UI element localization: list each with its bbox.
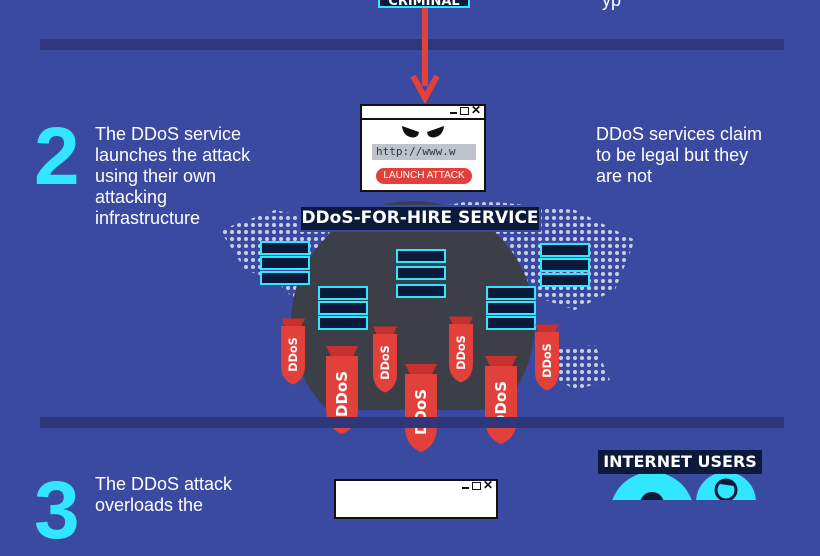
bomb-label: DDoS xyxy=(412,389,430,435)
url-bar[interactable]: http://www.w xyxy=(372,144,476,160)
ddos-bomb: DDoS xyxy=(373,326,397,393)
ddos-for-hire-label: DDoS-FOR-HIRE SERVICE xyxy=(301,207,539,230)
ddos-bomb: DDoS xyxy=(449,316,473,383)
server-unit xyxy=(260,256,310,270)
url-text: http://www.w xyxy=(376,145,456,158)
step-3-line: overloads the xyxy=(95,495,204,515)
step-number-3: 3 xyxy=(34,465,80,556)
user-avatars xyxy=(612,474,756,500)
server-unit xyxy=(260,271,310,285)
arrow-down-icon xyxy=(410,8,440,103)
server-unit xyxy=(486,316,536,330)
server-unit xyxy=(318,286,368,300)
section-divider-top xyxy=(40,39,784,50)
ddos-bomb: DDoS xyxy=(535,324,559,391)
server-unit xyxy=(486,301,536,315)
ddos-bomb: DDoS xyxy=(281,318,305,385)
step-2-line: using their own xyxy=(95,166,217,186)
step-3-line: The DDoS attack xyxy=(95,474,233,494)
close-icon[interactable]: ✕ xyxy=(470,103,481,117)
server-unit xyxy=(396,249,446,263)
ddos-bomb: DDoS xyxy=(405,364,437,452)
server-unit xyxy=(396,284,446,298)
claim-line: to be legal but they xyxy=(596,145,749,165)
step-2-line: The DDoS service xyxy=(95,124,242,144)
claim-line: DDoS services claim xyxy=(596,124,763,144)
maximize-icon[interactable] xyxy=(472,482,481,490)
step-2-line: attacking xyxy=(95,187,168,207)
bomb-label: DDoS xyxy=(333,371,351,417)
bomb-label: DDoS xyxy=(455,335,468,370)
server-unit xyxy=(540,273,590,287)
step-2-line: launches the attack xyxy=(95,145,251,165)
bomb-label: DDoS xyxy=(541,343,554,378)
bomb-label: DDoS xyxy=(492,381,510,427)
server-unit xyxy=(318,301,368,315)
minimize-icon[interactable] xyxy=(450,112,457,114)
browser-title-bar xyxy=(362,106,484,120)
ddos-bomb: DDoS xyxy=(485,356,517,444)
cut-off-text: yp xyxy=(602,0,622,10)
server-unit xyxy=(540,258,590,272)
angry-eyes-icon xyxy=(402,126,444,138)
server-unit xyxy=(318,316,368,330)
close-icon[interactable]: ✕ xyxy=(482,478,493,492)
claim-line: are not xyxy=(596,166,653,186)
attacker-browser-window: ✕ http://www.w LAUNCH ATTACK xyxy=(360,103,486,192)
legal-claim-note: DDoS services claim to be legal but they… xyxy=(596,124,796,187)
step-2-line: infrastructure xyxy=(95,208,201,228)
server-unit xyxy=(396,266,446,280)
criminal-label: CRIMINAL xyxy=(378,0,470,9)
section-divider-bottom xyxy=(40,417,784,428)
ddos-bombs: DDoS DDoS DDoS DDoS DDoS DDoS DDoS xyxy=(281,316,559,452)
bomb-label: DDoS xyxy=(287,337,300,372)
launch-attack-button[interactable]: LAUNCH ATTACK xyxy=(376,168,472,184)
step-number-2: 2 xyxy=(34,111,80,202)
bomb-label: DDoS xyxy=(379,345,392,380)
target-browser-window: ✕ xyxy=(334,478,498,519)
minimize-icon[interactable] xyxy=(462,487,469,489)
step-2-description: The DDoS service launches the attack usi… xyxy=(95,124,295,229)
server-unit xyxy=(486,286,536,300)
server-unit xyxy=(260,241,310,255)
ddos-bomb: DDoS xyxy=(326,346,358,434)
maximize-icon[interactable] xyxy=(460,107,469,115)
step-3-description: The DDoS attack overloads the xyxy=(95,474,295,516)
internet-users-label: INTERNET USERS xyxy=(598,450,762,474)
server-unit xyxy=(540,243,590,257)
